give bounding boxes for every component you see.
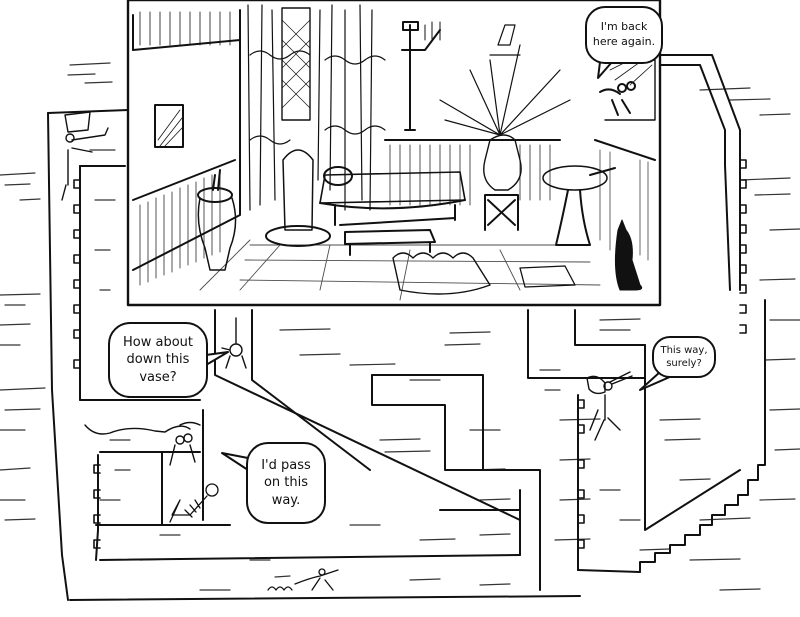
character-running-lizard [267,568,339,591]
character-crocodile-headdress [61,111,109,201]
bubble-line: This way, [660,344,708,356]
room-scene [126,0,662,307]
bubble-line: How about [122,334,193,350]
character-horned-creature [586,371,633,441]
maze-walls [47,54,766,601]
bubble-line: I'm back [600,20,648,34]
bubble-tails [205,61,673,471]
bubble-line: way. [271,492,301,508]
character-lizard-on-ledge [84,421,201,466]
character-skeleton [169,483,219,523]
character-climber [221,317,247,369]
bubble-line: surely? [666,358,702,369]
speech-bubble-this-way-surely: This way, surely? [652,336,716,378]
bubble-line: here again. [592,35,656,48]
bubble-line: down this [126,352,190,368]
bubble-line: on this [263,475,309,491]
bubble-line: vase? [139,369,177,385]
bubble-line: I'd pass [261,457,311,473]
